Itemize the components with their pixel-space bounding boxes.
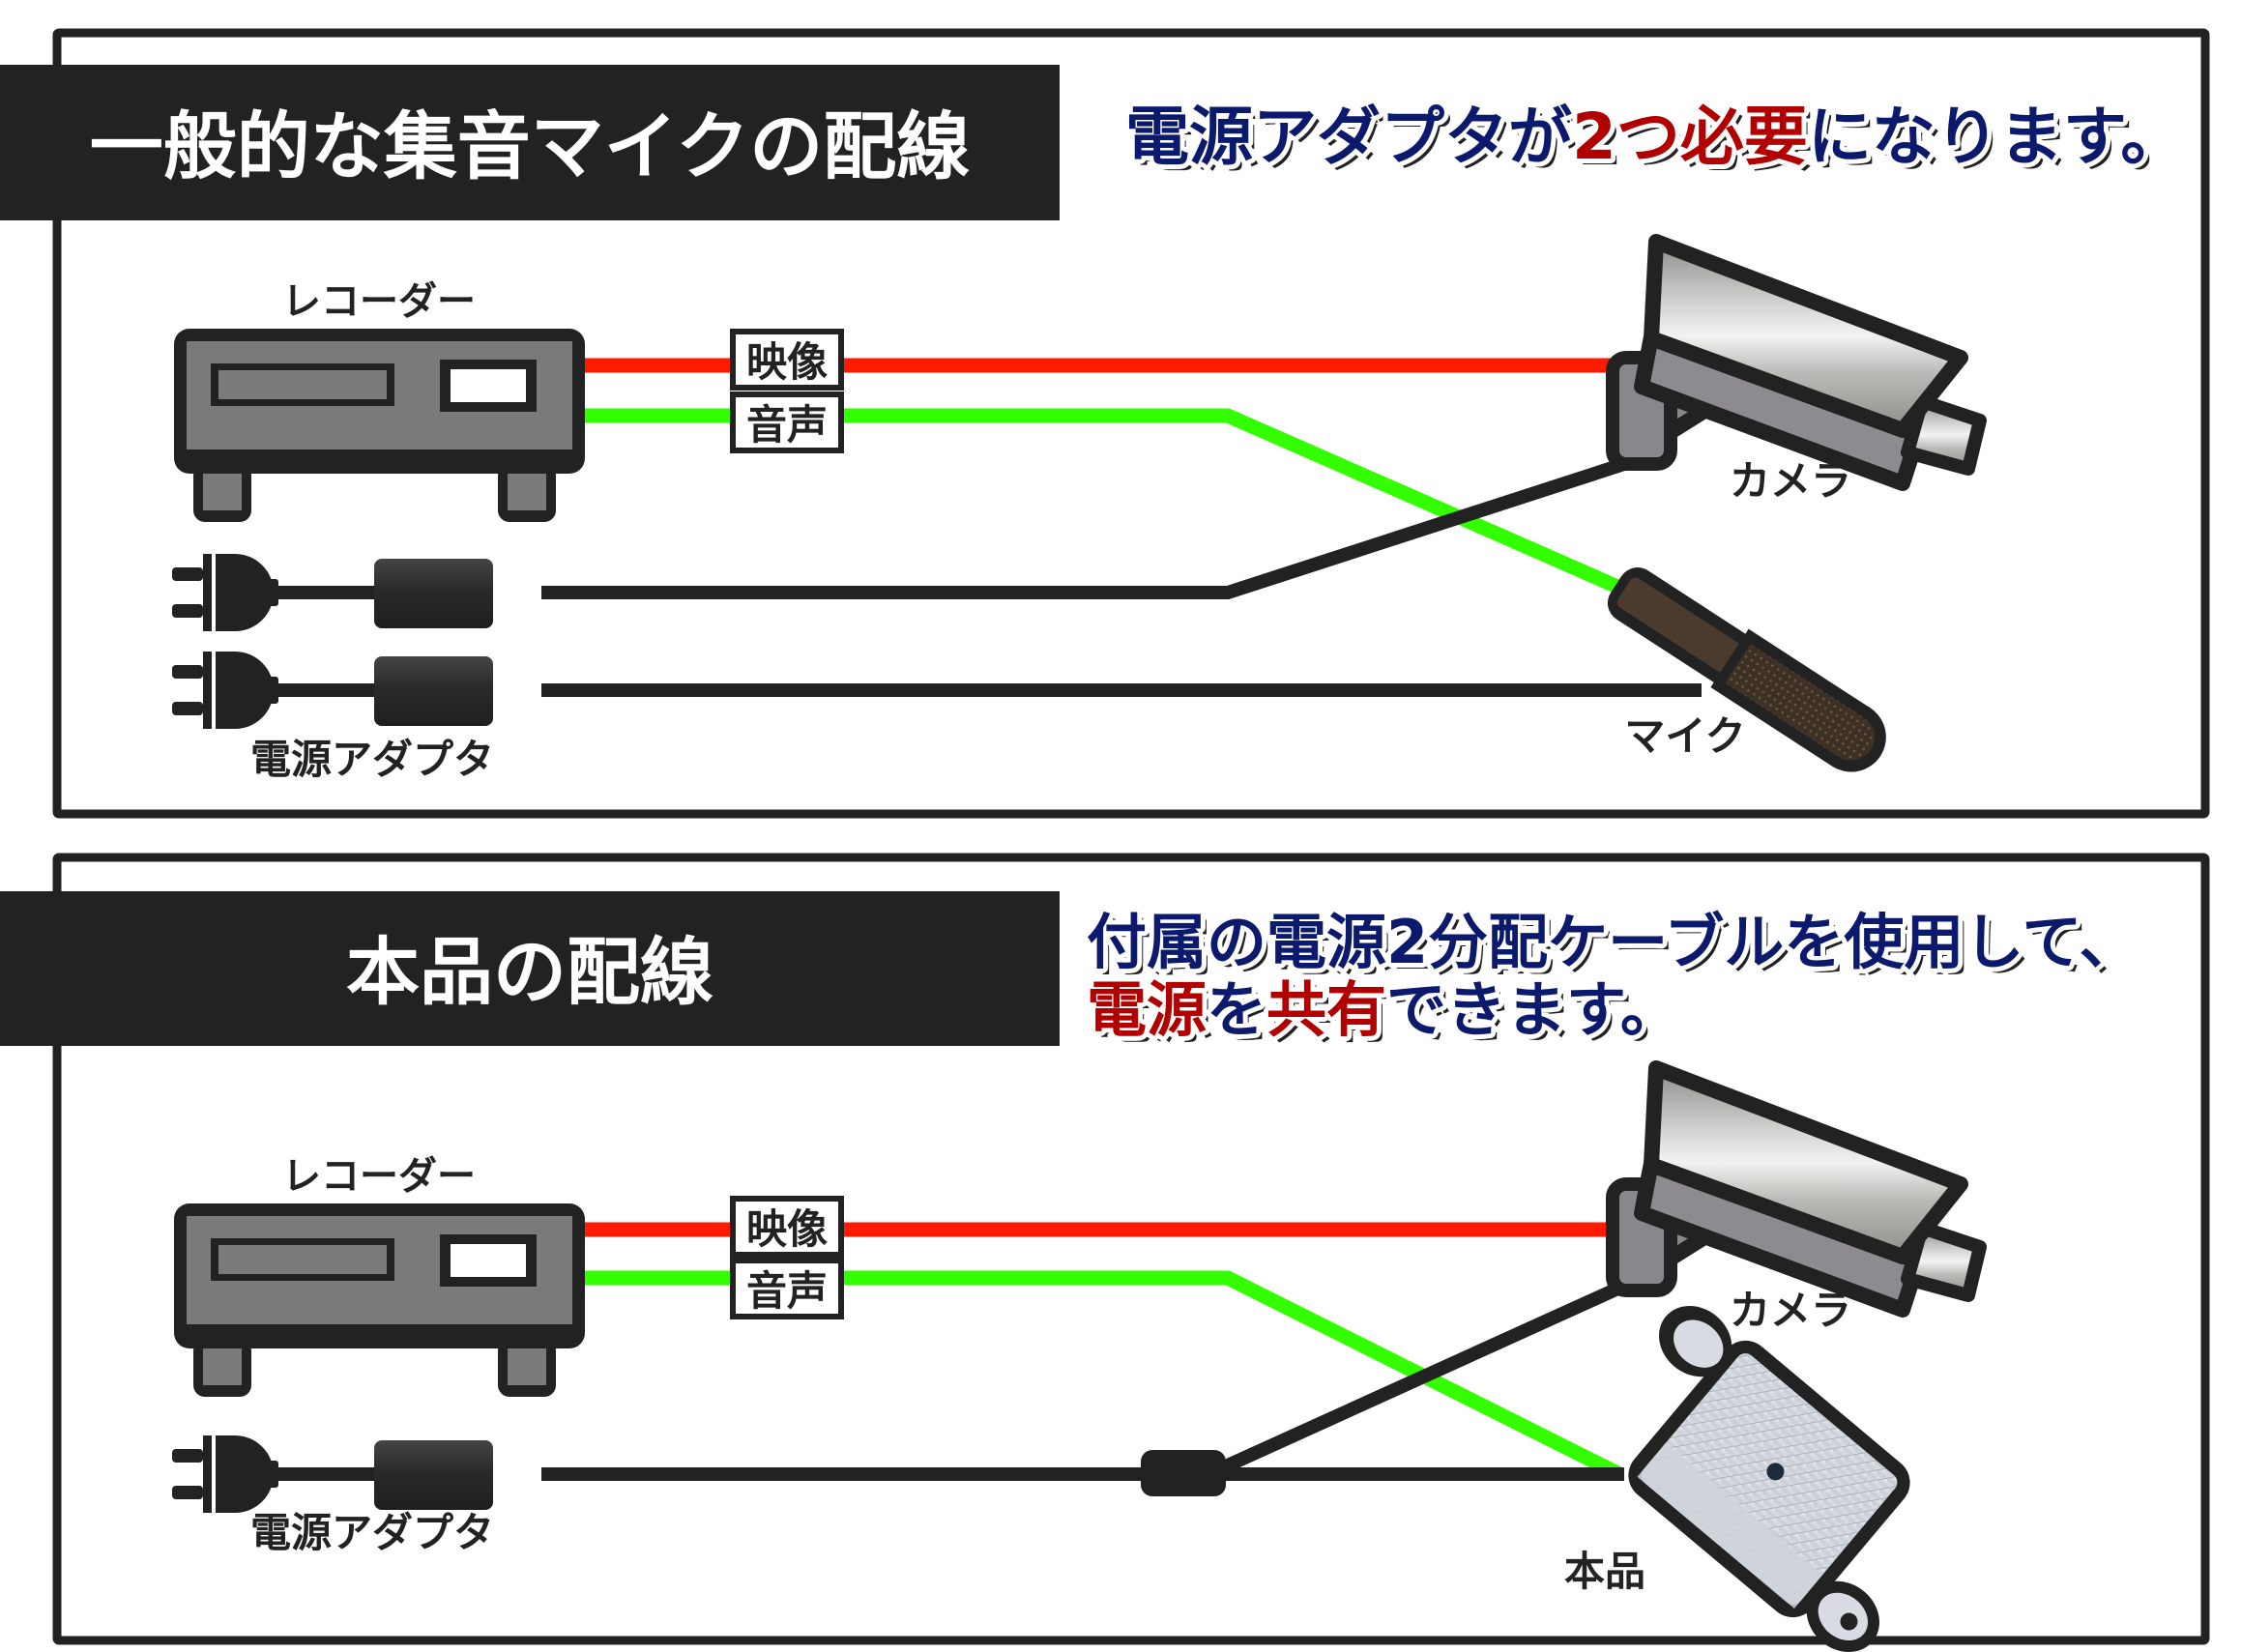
caption-segment: 電源: [1092, 980, 1212, 1051]
caption-segment: 電源アダプタが: [1125, 100, 1572, 174]
svg-text:付属の電源2分配ケーブルを使用して、: 付属の電源2分配ケーブルを使用して、: [1092, 913, 2144, 983]
svg-text:電源アダプタが2つ必要になります。: 電源アダプタが2つ必要になります。: [1125, 100, 2184, 174]
adapter-label: 電源アダプタ: [250, 736, 494, 783]
panel-title-bar: [0, 891, 1060, 1046]
product-label: 本品: [1564, 1548, 1645, 1595]
recorder-label: レコーダー: [282, 279, 476, 324]
caption-segment: になります。: [1814, 105, 2190, 180]
caption-segment: 2つ必要: [1572, 100, 1808, 174]
svg-text:音声: 音声: [746, 401, 828, 449]
caption-segment: 共有: [1266, 974, 1386, 1045]
camera-label: カメラ: [1730, 1287, 1851, 1334]
caption-segment: を: [1207, 974, 1266, 1045]
svg-text:映像: 映像: [746, 1205, 828, 1253]
panel-this-product: 本品の配線 付属の電源2分配ケーブルを使用して、 付属の電源2分配ケーブルを使用…: [0, 853, 2210, 1652]
svg-text:電源アダプタが2つ必要になります。: 電源アダプタが2つ必要になります。: [1131, 105, 2190, 180]
caption-segment: できます。: [1386, 974, 1680, 1045]
svg-text:音声: 音声: [746, 1267, 828, 1315]
caption-segment: 電源: [1087, 974, 1207, 1045]
mic-icon: [1607, 567, 1886, 772]
svg-text:電源を共有できます。: 電源を共有できます。: [1092, 980, 1686, 1051]
svg-text:電源を共有できます。: 電源を共有できます。: [1087, 974, 1680, 1045]
product-icon: [1628, 1306, 1910, 1652]
splitter-junction: [1141, 1450, 1226, 1496]
caption-segment: 付属の電源2分配ケーブルを使用して、: [1092, 913, 2144, 983]
caption-segment: 共有: [1272, 980, 1392, 1051]
panel-title-bar: [0, 65, 1060, 220]
panel-conventional: 一般的な集音マイクの配線 電源アダプタが2つ必要になります。 電源アダプタが2つ…: [0, 28, 2210, 819]
panel-title: 本品の配線: [346, 929, 713, 1015]
panel-title: 一般的な集音マイクの配線: [90, 103, 970, 189]
camera-label: カメラ: [1730, 457, 1851, 505]
video-tag: 映像: [730, 1196, 844, 1258]
recorder-label: レコーダー: [282, 1154, 476, 1199]
caption-segment: になります。: [1808, 100, 2184, 174]
split-to-camera-cable: [1206, 1279, 1627, 1481]
caption-segment: できます。: [1392, 980, 1686, 1051]
panel-caption: 電源アダプタが2つ必要になります。 電源アダプタが2つ必要になります。: [1120, 95, 2190, 180]
audio-tag: 音声: [730, 391, 844, 453]
mic-label: マイク: [1624, 712, 1745, 760]
svg-text:映像: 映像: [746, 338, 828, 386]
video-tag: 映像: [730, 329, 844, 391]
panel-caption: 付属の電源2分配ケーブルを使用して、 付属の電源2分配ケーブルを使用して、 電源…: [1082, 902, 2144, 1051]
svg-text:付属の電源2分配ケーブルを使用して、: 付属の電源2分配ケーブルを使用して、: [1087, 907, 2139, 977]
caption-segment: を: [1212, 980, 1272, 1051]
audio-tag: 音声: [730, 1258, 844, 1319]
camera-power-cable: [541, 457, 1627, 599]
adapter-label: 電源アダプタ: [250, 1509, 494, 1556]
caption-segment: 電源アダプタが: [1131, 105, 1578, 180]
caption-segment: 付属の電源2分配ケーブルを使用して、: [1087, 907, 2139, 977]
caption-segment: 2つ必要: [1578, 105, 1814, 180]
